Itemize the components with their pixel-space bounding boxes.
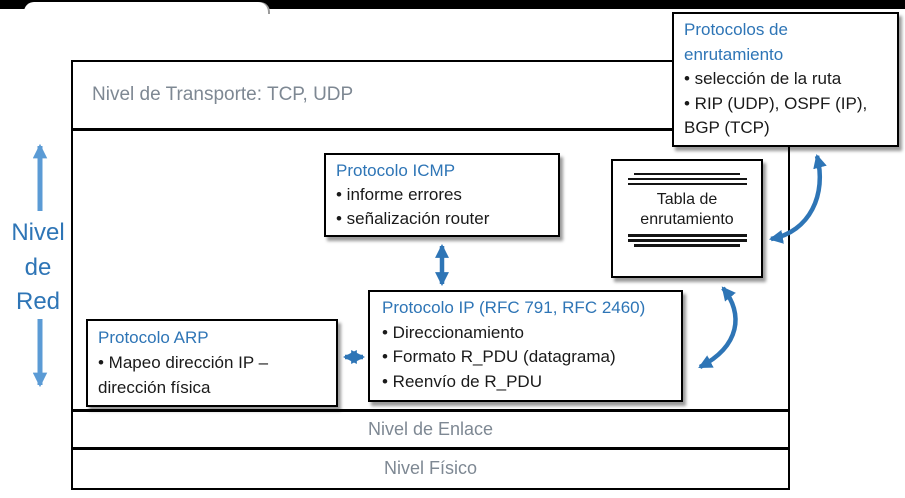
network-layer-side-label: Nivel de Red (0, 216, 76, 320)
side-label-line: de (24, 253, 52, 281)
link-layer-label: Nivel de Enlace (367, 419, 494, 439)
routing-table-box: Tabla de enrutamiento (611, 159, 763, 278)
routing-table-label: Tabla de enrutamiento (627, 190, 747, 230)
link-physical-divider (71, 447, 790, 450)
routing-table-label-line: Tabla de (656, 191, 718, 209)
side-label-line: Nivel (11, 219, 65, 246)
icmp-bullet: • señalización router (336, 209, 490, 228)
routing-protocols-title: Protocolos de enrutamiento (684, 20, 788, 64)
table-rule-line (627, 182, 747, 186)
icmp-title: Protocolo ICMP (336, 161, 456, 180)
ip-bullet: • Direccionamiento (382, 322, 525, 342)
arp-box: Protocolo ARP • Mapeo dirección IP – dir… (86, 319, 338, 407)
physical-layer-label: Nivel Físico (383, 458, 477, 478)
side-label-line: Red (15, 288, 61, 315)
top-black-bar (0, 0, 905, 9)
table-rule-line (634, 244, 740, 247)
table-rule-line (627, 177, 747, 181)
table-rule-line (627, 239, 747, 242)
transport-layer-label: Nivel de Transporte: TCP, UDP (92, 84, 354, 105)
table-rule-line (634, 172, 740, 176)
arp-bullet: • Mapeo dirección IP – dirección física (98, 353, 269, 397)
ip-title: Protocolo IP (RFC 791, RFC 2460) (382, 298, 646, 317)
routing-table-label-line: enrutamiento (640, 211, 734, 229)
ip-box: Protocolo IP (RFC 791, RFC 2460) • Direc… (368, 290, 683, 402)
icmp-box: Protocolo ICMP • informe errores • señal… (324, 153, 560, 237)
arp-title: Protocolo ARP (98, 328, 209, 347)
network-link-divider (71, 409, 790, 412)
icmp-bullet: • informe errores (336, 185, 462, 204)
table-rule-line (627, 234, 747, 237)
ip-bullet: • Reenvío de R_PDU (382, 371, 542, 391)
routing-protocols-bullet: • selección de la ruta (684, 69, 842, 88)
routing-protocols-box: Protocolos de enrutamiento • selección d… (672, 12, 899, 147)
routing-protocols-bullet: • RIP (UDP), OSPF (IP), BGP (TCP) (684, 93, 868, 138)
transport-network-divider (71, 128, 790, 131)
ip-bullet: • Formato R_PDU (datagrama) (382, 347, 616, 366)
top-rounded-tab (24, 2, 268, 14)
